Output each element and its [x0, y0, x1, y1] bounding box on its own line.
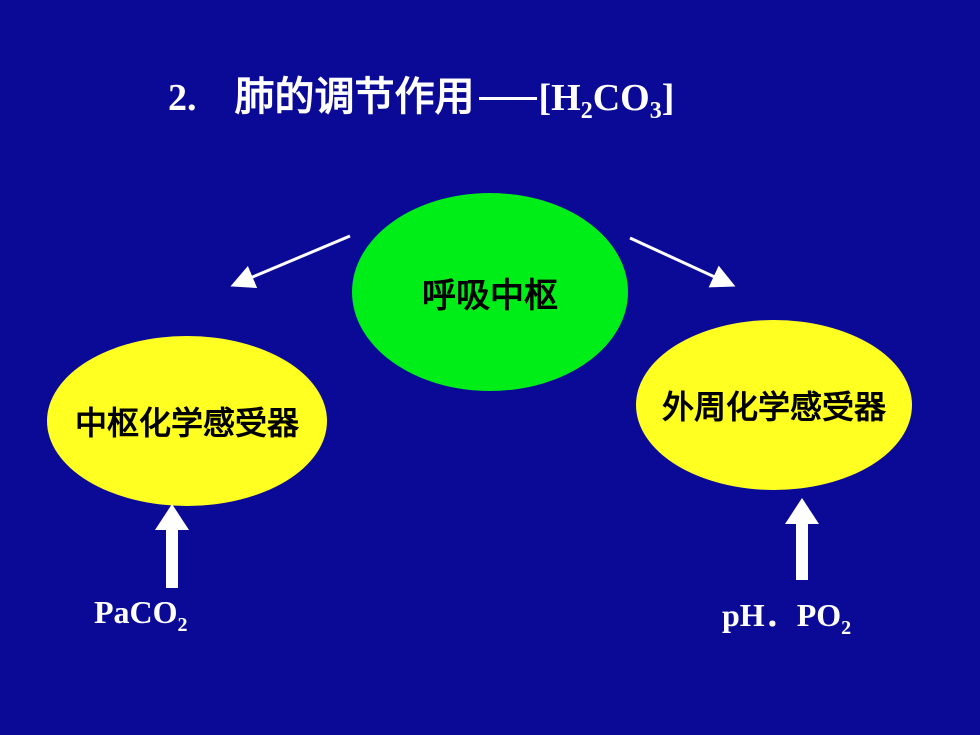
input-left-main: PaCO: [94, 594, 178, 630]
title-arrow-line: [478, 96, 537, 100]
title-number: 2.: [168, 77, 197, 119]
input-label-left: PaCO2: [94, 594, 188, 635]
input-left-sub: 2: [177, 614, 188, 636]
up-arrow-left-icon: [155, 504, 189, 588]
input-right-sub: 2: [841, 617, 852, 639]
node-central-chemoreceptor-label: 中枢化学感受器: [74, 404, 299, 442]
node-respiratory-center-label: 呼吸中枢: [422, 275, 558, 316]
node-respiratory-center: 呼吸中枢: [352, 193, 628, 391]
arrow-to-left-node: [230, 234, 351, 289]
node-peripheral-chemoreceptor: 外周化学感受器: [636, 320, 912, 490]
input-right-main: pH．PO: [722, 597, 842, 633]
formula-sub-2: 3: [649, 98, 662, 124]
node-peripheral-chemoreceptor-label: 外周化学感受器: [661, 388, 886, 426]
title-text: 肺的调节作用: [234, 74, 475, 120]
up-arrow-right-icon: [785, 498, 819, 580]
slide-title: 2. 肺的调节作用 [H2CO3]: [168, 64, 674, 124]
formula-sub-1: 2: [580, 98, 593, 124]
formula-close: ]: [661, 77, 675, 119]
arrow-to-right-node: [629, 236, 736, 288]
formula-mid: CO: [592, 77, 650, 119]
title-formula: [H2CO3]: [538, 76, 675, 123]
node-central-chemoreceptor: 中枢化学感受器: [47, 336, 327, 506]
input-label-right: pH．PO2: [722, 590, 852, 639]
formula-open: [H: [538, 77, 581, 119]
